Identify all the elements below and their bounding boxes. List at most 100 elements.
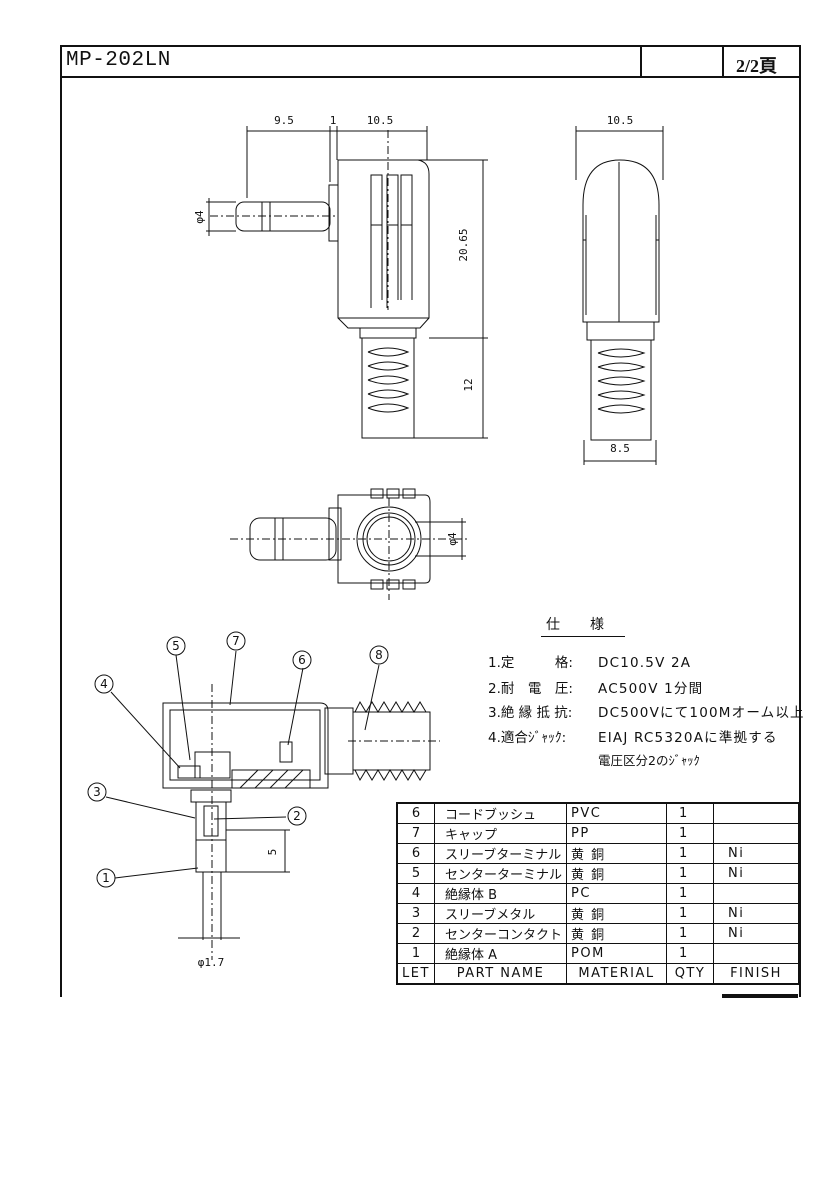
balloon-5: 5 (172, 639, 180, 653)
cell-material: 黄 銅 (566, 903, 668, 924)
dim-12: 12 (462, 378, 475, 391)
spec-label: 4.適合ｼﾞｬｯｸ: (488, 730, 567, 746)
spec-withstand-voltage: 2.耐 電 圧: AC500V 1分間 (488, 677, 703, 697)
cell-material: PC (566, 883, 668, 904)
cell-finish: Ni (713, 863, 800, 884)
cell-finish: Ni (713, 923, 800, 944)
cell-name: スリーブメタル (433, 903, 568, 924)
table-row: 2 センターコンタクト 黄 銅 1 Ni (396, 923, 800, 944)
cell-let: 6 (396, 802, 435, 824)
dim-phi4-jack: φ4 (446, 532, 459, 546)
side-view (206, 126, 488, 439)
cell-material: POM (566, 943, 668, 964)
spec-value: DC10.5V 2A (598, 655, 692, 671)
table-row: 6 コードブッシュ PVC 1 (396, 802, 800, 824)
spec-note: 電圧区分2のｼﾞｬｯｸ (598, 753, 700, 768)
balloon-4: 4 (100, 677, 108, 691)
cell-let: 1 (396, 943, 435, 964)
cell-material: PVC (566, 802, 668, 824)
cell-material: 黄 銅 (566, 923, 668, 944)
dim-20-65: 20.65 (457, 228, 470, 261)
cell-material: 黄 銅 (566, 843, 668, 864)
header-material: MATERIAL (566, 963, 668, 985)
dim-8-5: 8.5 (610, 442, 630, 455)
table-row: 3 スリーブメタル 黄 銅 1 Ni (396, 903, 800, 924)
cell-qty: 1 (666, 943, 715, 964)
spec-label: 2.耐 電 圧: (488, 681, 573, 697)
page-number: 2/2頁 (736, 56, 778, 76)
spec-label: 3.絶 縁 抵 抗: (488, 705, 573, 721)
table-row: 5 センターターミナル 黄 銅 1 Ni (396, 863, 800, 884)
title-cell-page (722, 47, 801, 76)
cell-let: 5 (396, 863, 435, 884)
header-part-name: PART NAME (433, 963, 568, 985)
spec-value: EIAJ RC5320Aに準拠する (598, 730, 778, 746)
cell-let: 6 (396, 843, 435, 864)
cell-name: センターコンタクト (433, 923, 568, 944)
drawing-sheet: MP-202LN 2/2頁 (60, 45, 801, 997)
balloon-3: 3 (93, 785, 101, 799)
dim-1: 1 (330, 114, 337, 127)
cell-name: コードブッシュ (433, 802, 568, 824)
spec-compatible-jack: 4.適合ｼﾞｬｯｸ: EIAJ RC5320Aに準拠する (488, 726, 778, 746)
cell-finish (713, 802, 800, 824)
parts-table: 6 コードブッシュ PVC 1 7 キャップ PP 1 6 スリーブターミナル … (396, 802, 801, 985)
spec-title-underline (541, 636, 625, 637)
cell-finish: Ni (713, 843, 800, 864)
title-block: MP-202LN 2/2頁 (62, 47, 799, 78)
section-view (87, 631, 440, 960)
cell-finish (713, 823, 800, 844)
spec-value: AC500V 1分間 (598, 681, 704, 697)
cell-let: 2 (396, 923, 435, 944)
cell-let: 7 (396, 823, 435, 844)
front-view (575, 126, 664, 465)
cell-qty: 1 (666, 883, 715, 904)
cell-qty: 1 (666, 843, 715, 864)
cell-finish: Ni (713, 903, 800, 924)
cell-qty: 1 (666, 923, 715, 944)
dim-5: 5 (266, 849, 279, 856)
cell-qty: 1 (666, 903, 715, 924)
dim-10-5-side: 10.5 (367, 114, 394, 127)
title-cell-empty (640, 47, 724, 76)
cell-qty: 1 (666, 863, 715, 884)
cell-material: PP (566, 823, 668, 844)
cell-let: 3 (396, 903, 435, 924)
cell-let: 4 (396, 883, 435, 904)
table-row: 7 キャップ PP 1 (396, 823, 800, 844)
cell-name: センターターミナル (433, 863, 568, 884)
header-let: LET (396, 963, 435, 985)
header-finish: FINISH (713, 963, 800, 985)
balloon-2: 2 (293, 809, 301, 823)
balloon-6: 6 (298, 653, 306, 667)
spec-insulation-resistance: 3.絶 縁 抵 抗: DC500Vにて100Mオーム以上 (488, 701, 805, 721)
top-view (230, 488, 470, 600)
cell-qty: 1 (666, 802, 715, 824)
balloon-7: 7 (232, 634, 240, 648)
spec-rating: 1.定 格: DC10.5V 2A (488, 651, 691, 671)
cell-name: 絶縁体 B (433, 883, 568, 904)
table-header-row: LET PART NAME MATERIAL QTY FINISH (396, 963, 800, 985)
table-row: 6 スリーブターミナル 黄 銅 1 Ni (396, 843, 800, 864)
dim-phi1-7: φ1.7 (198, 956, 225, 969)
dim-phi4-pin: φ4 (193, 210, 206, 224)
cell-material: 黄 銅 (566, 863, 668, 884)
table-row: 1 絶縁体 A POM 1 (396, 943, 800, 964)
spec-value: DC500Vにて100Mオーム以上 (598, 705, 805, 721)
spec-label: 1.定 格: (488, 655, 573, 671)
balloon-1: 1 (102, 871, 110, 885)
header-qty: QTY (666, 963, 715, 985)
model-number: MP-202LN (66, 49, 171, 72)
sheet-bottom-mark (722, 994, 798, 998)
table-row: 4 絶縁体 B PC 1 (396, 883, 800, 904)
dim-9-5: 9.5 (274, 114, 294, 127)
cell-name: キャップ (433, 823, 568, 844)
cell-qty: 1 (666, 823, 715, 844)
spec-title: 仕様 (546, 617, 634, 633)
cell-finish (713, 883, 800, 904)
dim-10-5-front: 10.5 (607, 114, 634, 127)
cell-finish (713, 943, 800, 964)
balloon-8: 8 (375, 648, 383, 662)
cell-name: スリーブターミナル (433, 843, 568, 864)
